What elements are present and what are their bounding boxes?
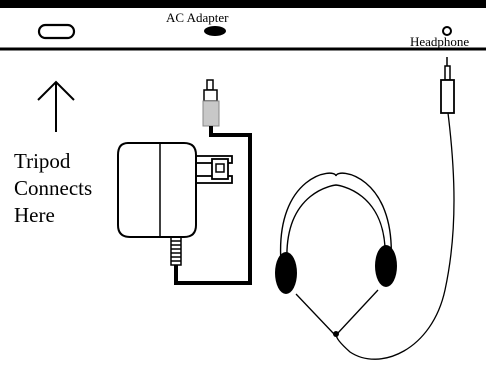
ac-adapter-body [117,142,197,238]
ac-plug-collar [203,89,218,102]
headphone-splitter [333,331,339,337]
device-top-bar [0,0,486,8]
headphone-cord [335,112,455,360]
tripod-caption-line3: Here [14,203,55,227]
tripod-slot-icon [37,23,76,40]
headphone-cord-left [295,293,335,335]
up-arrow-icon [37,80,75,132]
ac-plug-pin [206,79,214,91]
headphone-label: Headphone [410,34,470,49]
tripod-caption: Tripod Connects Here [14,148,92,229]
headband-outer [280,172,392,263]
headphone-plug-body [440,79,455,114]
right-earcup [375,245,397,287]
headphone-plug-shaft [444,65,451,81]
ac-adapter-label: AC Adapter [166,10,229,25]
ac-adapter-cord [174,126,252,285]
headphone-cord-right [336,289,379,335]
ac-plug-grip [202,100,220,127]
headphone-jack-icon [442,26,452,36]
ac-port-icon [204,26,226,36]
device-panel [0,0,486,51]
ac-prong-hole [215,163,225,173]
tripod-caption-line2: Connects [14,176,93,200]
headphones-drawing [275,57,455,360]
left-earcup [275,252,297,294]
tripod-caption-line1: Tripod [14,149,71,173]
ac-adapter-drawing [117,79,252,285]
headband-inner [286,184,386,263]
